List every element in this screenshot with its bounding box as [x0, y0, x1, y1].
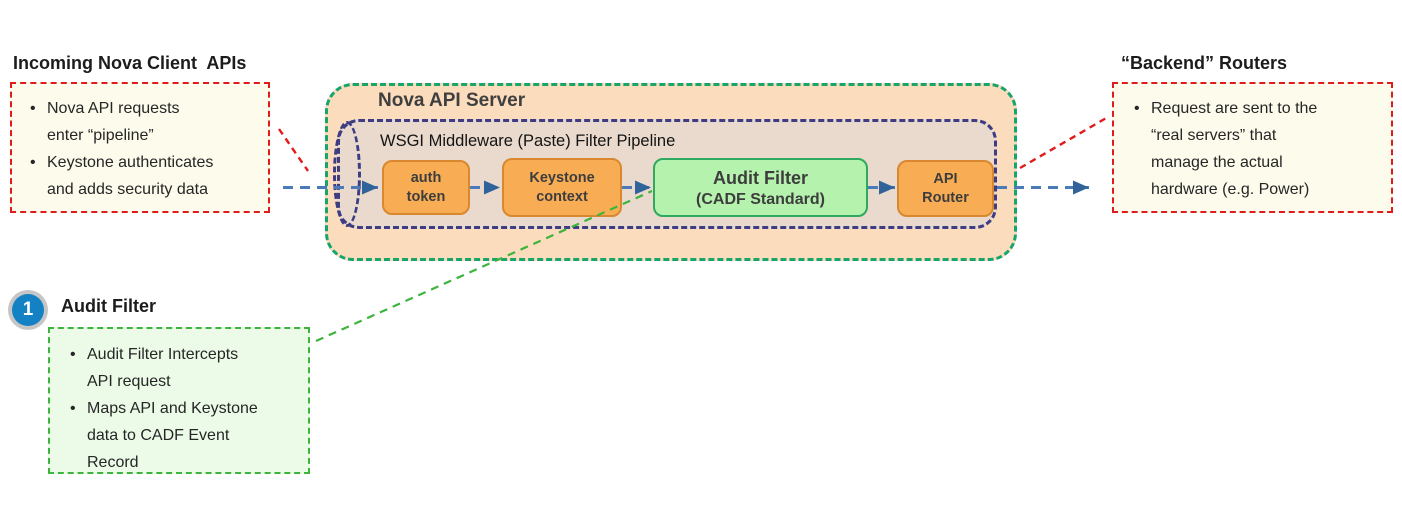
- callout-note-box: Audit Filter Intercepts API request Maps…: [48, 327, 310, 474]
- pipeline-title: WSGI Middleware (Paste) Filter Pipeline: [380, 132, 676, 150]
- right-note-list: Request are sent to the “real servers” t…: [1130, 95, 1383, 203]
- step-1-badge: 1: [12, 294, 44, 326]
- stage-label-line2: Router: [922, 189, 969, 206]
- left-heading: Incoming Nova Client APIs: [13, 53, 247, 73]
- server-title: Nova API Server: [378, 90, 526, 111]
- left-note-bullet: Nova API requests enter “pipeline”: [26, 95, 260, 149]
- callout-note-list: Audit Filter Intercepts API request Maps…: [66, 341, 300, 476]
- stage-label-line1: API: [933, 170, 958, 187]
- right-note-box: Request are sent to the “real servers” t…: [1112, 82, 1393, 213]
- left-note-bullet: Keystone authenticates and adds security…: [26, 149, 260, 203]
- stage-label-line2: (CADF Standard): [696, 190, 825, 208]
- stage-label-line2: context: [536, 188, 588, 205]
- callout-title: Audit Filter: [61, 296, 156, 316]
- stage-keystone-context: Keystone context: [502, 158, 622, 217]
- pipeline-entry-ellipse: [333, 121, 361, 227]
- stage-label-line2: token: [406, 188, 446, 205]
- stage-label-line1: Keystone: [529, 169, 595, 186]
- stage-api-router: API Router: [897, 160, 994, 217]
- stage-label-line1: auth: [410, 169, 442, 186]
- left-note-list: Nova API requests enter “pipeline” Keyst…: [26, 95, 260, 203]
- callout-bullet: Maps API and Keystone data to CADF Event…: [66, 395, 300, 476]
- left-note-connector-line: [278, 128, 309, 172]
- stage-auth-token: auth token: [382, 160, 470, 215]
- stage-audit-filter: Audit Filter (CADF Standard): [653, 158, 868, 217]
- right-note-bullet: Request are sent to the “real servers” t…: [1130, 95, 1383, 203]
- stage-label-line1: Audit Filter: [713, 167, 808, 188]
- left-note-box: Nova API requests enter “pipeline” Keyst…: [10, 82, 270, 213]
- right-heading: “Backend” Routers: [1121, 53, 1288, 73]
- callout-bullet: Audit Filter Intercepts API request: [66, 341, 300, 395]
- right-note-connector-line: [1019, 115, 1109, 170]
